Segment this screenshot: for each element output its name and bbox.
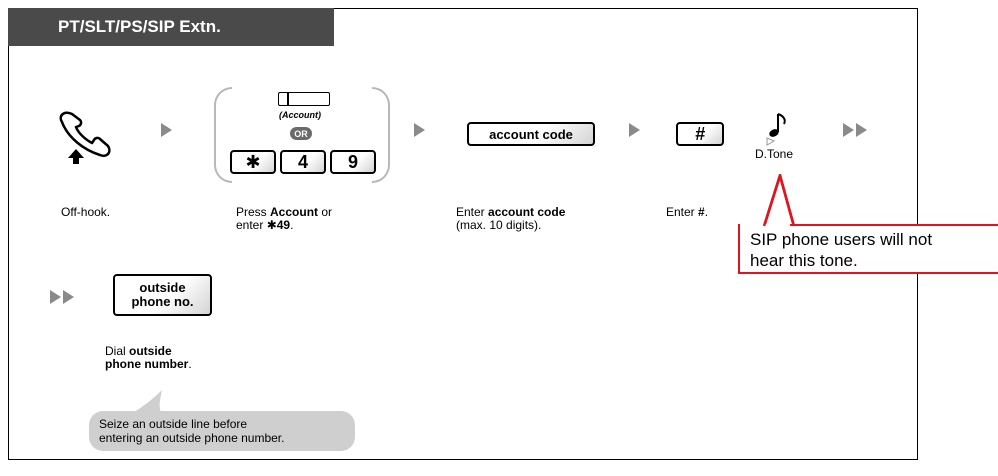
offhook-label: Off-hook. bbox=[61, 205, 111, 219]
flow-arrow-1 bbox=[161, 123, 172, 137]
note-bubble-tail bbox=[130, 390, 162, 414]
flow-arrow-3 bbox=[629, 123, 640, 137]
callout-pointer-outline bbox=[762, 174, 796, 227]
callout-line-1: SIP phone users will not bbox=[750, 230, 933, 249]
outside-phone-no-key: outside phone no. bbox=[113, 274, 212, 316]
key-4: 4 bbox=[280, 150, 326, 174]
dial-tone-icon bbox=[766, 113, 786, 146]
note-line-2: entering an outside phone number. bbox=[99, 431, 285, 445]
callout-line-2: hear this tone. bbox=[750, 251, 858, 270]
account-code-key: account code bbox=[467, 122, 595, 146]
hash-key: # bbox=[676, 122, 724, 146]
account-step-label: Press Account or enter ✱49. bbox=[236, 205, 333, 232]
note-bubble: Seize an outside line before entering an… bbox=[89, 411, 355, 451]
continue-arrow-icon-row2 bbox=[50, 290, 74, 304]
account-softkey-label: (Account) bbox=[279, 110, 321, 120]
handset-offhook-icon bbox=[59, 111, 111, 164]
continue-arrow-icon bbox=[843, 123, 867, 137]
sip-tone-callout: SIP phone users will not hear this tone. bbox=[738, 224, 998, 274]
star-key: ✱ bbox=[230, 150, 276, 174]
key-9: 9 bbox=[330, 150, 376, 174]
account-code-step-label: Enter account code (max. 10 digits). bbox=[456, 205, 566, 232]
or-badge: OR bbox=[290, 127, 312, 140]
flow-arrow-2 bbox=[414, 123, 425, 137]
header-title: PT/SLT/PS/SIP Extn. bbox=[58, 17, 221, 36]
outside-step-label: Dial outside phone number. bbox=[105, 344, 192, 371]
note-line-1: Seize an outside line before bbox=[99, 417, 248, 431]
hash-step-label: Enter #. bbox=[666, 205, 709, 219]
dial-tone-label: D.Tone bbox=[755, 147, 794, 161]
header-bar: PT/SLT/PS/SIP Extn. bbox=[8, 8, 334, 46]
account-softkey-icon bbox=[278, 92, 330, 106]
